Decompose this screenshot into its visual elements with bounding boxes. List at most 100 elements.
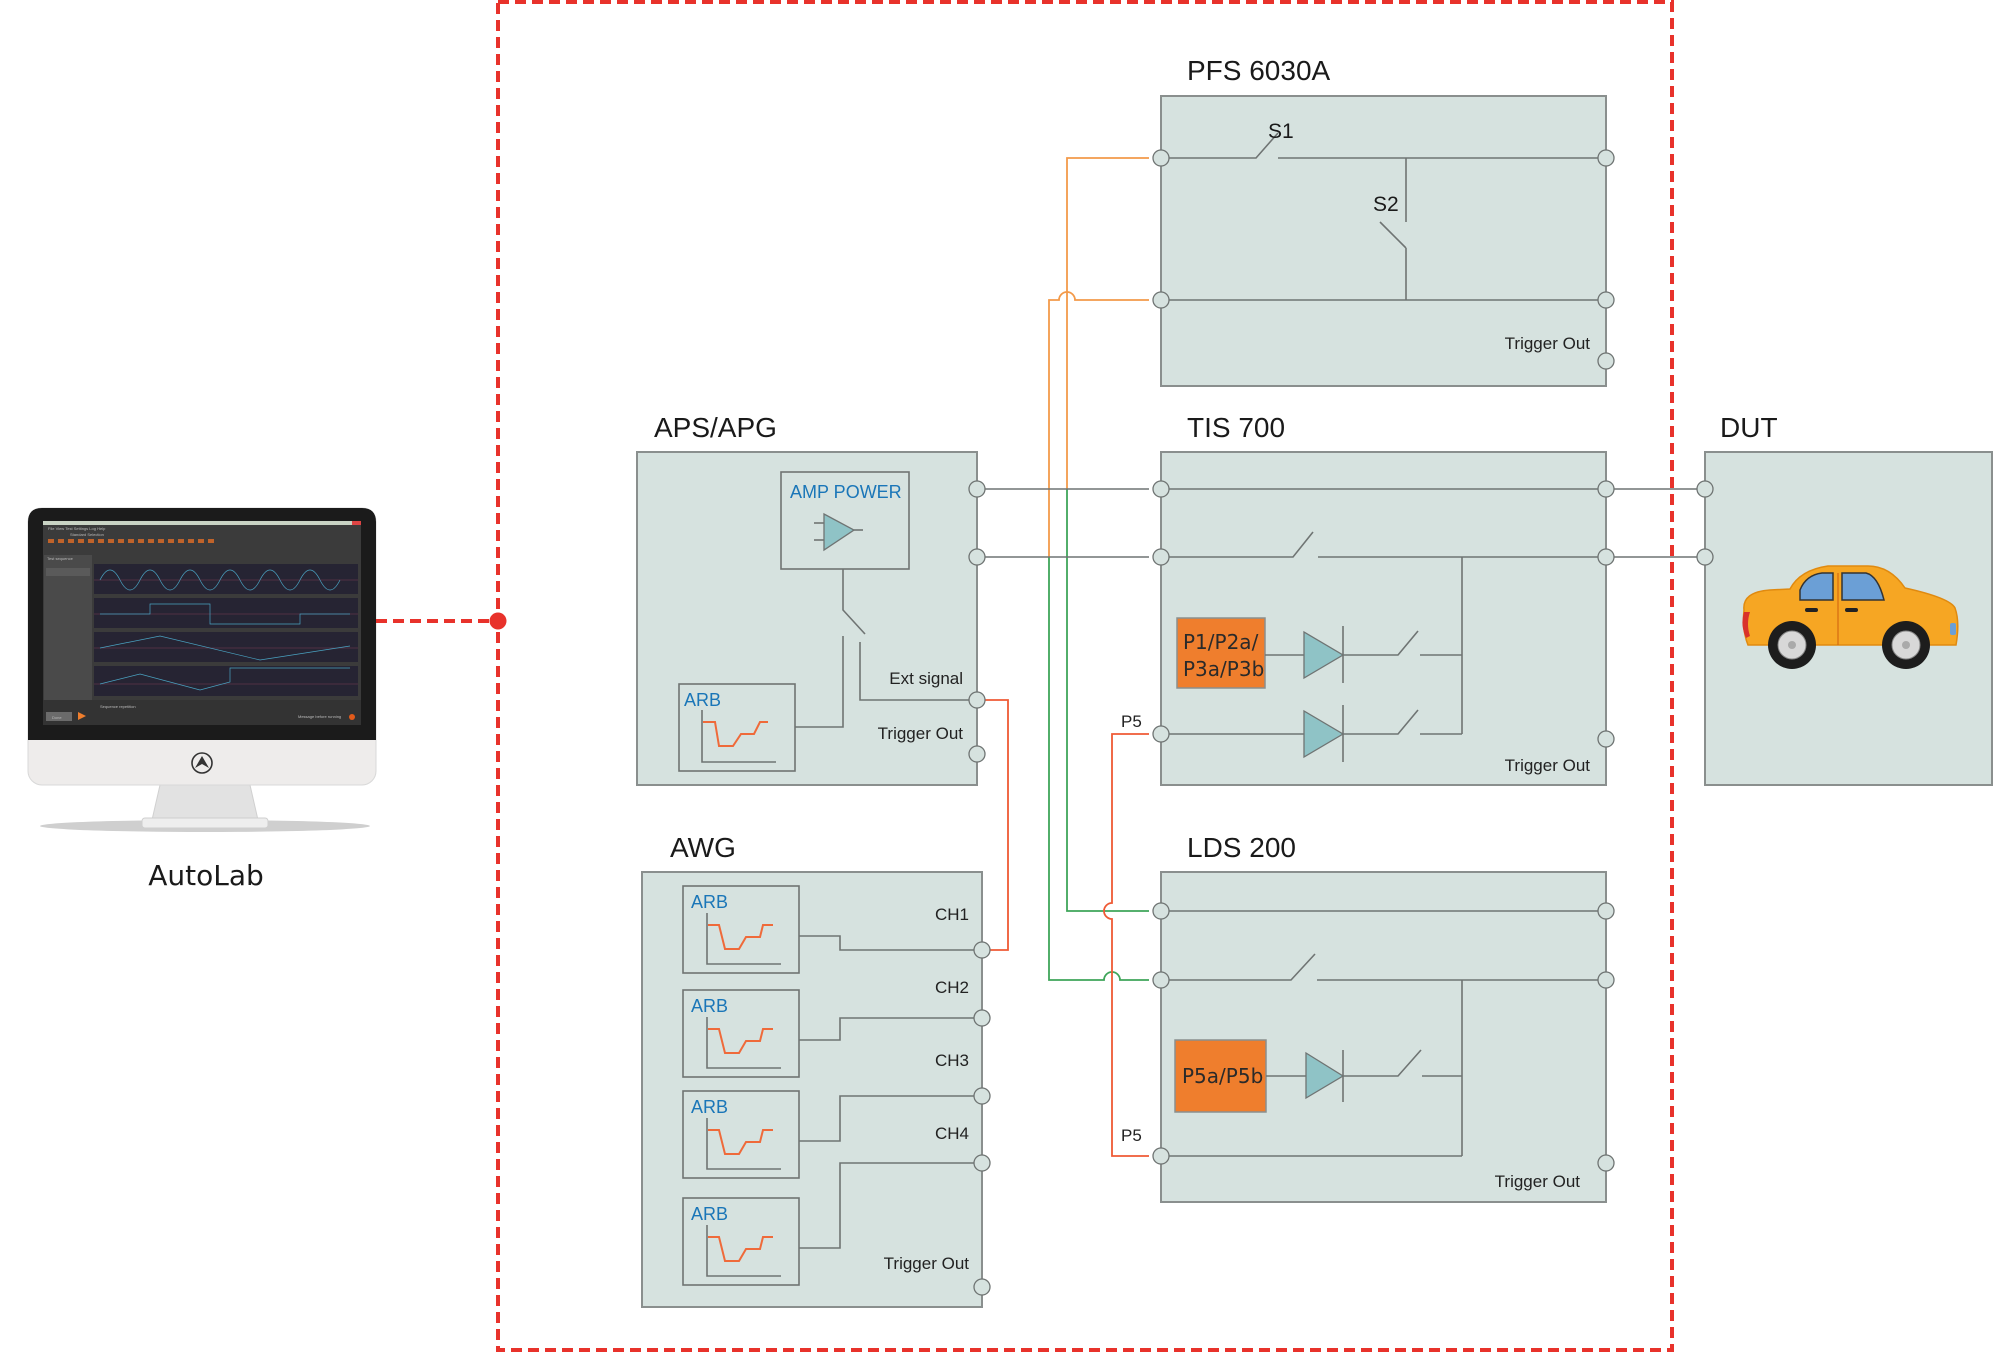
tis-trigger-out-label: Trigger Out (1505, 756, 1591, 775)
aps-trigger-out-port[interactable] (968, 745, 986, 763)
awg-channel-port[interactable] (973, 1154, 991, 1172)
lds-port-out1[interactable] (1597, 902, 1615, 920)
tis-p5-port[interactable] (1152, 725, 1170, 743)
monitor-screen: File View Test Settings Log Help Standar… (43, 521, 361, 725)
wire-pfs-out1 (1066, 157, 1149, 489)
wire-ext-signal (977, 699, 1009, 951)
dut-title: DUT (1720, 412, 1778, 443)
aps-ext-signal-port[interactable] (968, 691, 986, 709)
dut-port-1[interactable] (1696, 480, 1714, 498)
pfs-trigger-out-port[interactable] (1597, 352, 1615, 370)
lds-p5-label: P5 (1121, 1126, 1142, 1145)
awg-arb-block (682, 885, 800, 974)
lds-pulse-switch (1343, 1049, 1462, 1077)
aps-arb-block (678, 683, 796, 772)
tis-port-out2[interactable] (1597, 548, 1615, 566)
awg-arb-block (682, 1197, 800, 1286)
pfs-s1-label: S1 (1268, 120, 1294, 143)
arb-waveform-icon (701, 710, 776, 763)
awg-title: AWG (670, 832, 736, 863)
aps-port-out1[interactable] (968, 480, 986, 498)
pfs-port-out2[interactable] (1597, 291, 1615, 309)
tis-trigger-out-port[interactable] (1597, 730, 1615, 748)
autolab-logo-icon (191, 752, 213, 774)
pfs-6030a: PFS 6030A S1 S2 Trigger Out (1152, 55, 1615, 387)
awg-arb-label: ARB (691, 996, 728, 1016)
tis-p5-switch (1343, 709, 1462, 735)
tis-title: TIS 700 (1187, 412, 1285, 443)
aps-selector-switch (842, 569, 866, 635)
wire-p5 (1103, 733, 1149, 1157)
car-icon (1742, 565, 1959, 669)
wire-lds-in1 (1066, 489, 1149, 912)
autolab-label: AutoLab (148, 859, 264, 892)
arb-waveform-icon (706, 1225, 781, 1277)
awg-channel-port[interactable] (973, 1009, 991, 1027)
lds-p5-port[interactable] (1152, 1147, 1170, 1165)
awg-channel-label: CH2 (935, 978, 969, 997)
pfs-switch-s1 (1161, 132, 1606, 159)
awg-channel-label: CH1 (935, 905, 969, 924)
screen-done-button (46, 712, 72, 721)
aps-title: APS/APG (654, 412, 777, 443)
tis-pulse-switch (1343, 630, 1462, 656)
lds-port-in1[interactable] (1152, 902, 1170, 920)
screen-menu: File View Test Settings Log Help (48, 526, 106, 531)
arb-waveform-icon (706, 913, 781, 965)
awg-channel-wire (799, 1095, 982, 1142)
awg-arb-block (682, 989, 800, 1078)
tis-p5-label: P5 (1121, 712, 1142, 731)
aps-ext-wire (859, 642, 977, 701)
lds-trigger-out-label: Trigger Out (1495, 1172, 1581, 1191)
pfs-port-in1[interactable] (1152, 149, 1170, 167)
awg-trigger-out-port[interactable] (973, 1278, 991, 1296)
screen-selector: Standard Selection (70, 532, 104, 537)
pfs-s2-label: S2 (1373, 193, 1399, 216)
pfs-box (1160, 95, 1607, 387)
lds-200: LDS 200 P5a/P5b P5 Trigger Out (1121, 832, 1615, 1203)
amp-power-block (780, 471, 910, 570)
screen-sequence-repetition: Sequence repetition (100, 704, 136, 709)
pfs-port-in2[interactable] (1152, 291, 1170, 309)
lds-pulse-block (1174, 1039, 1267, 1113)
svg-text:Done: Done (52, 715, 62, 720)
dut: DUT (1696, 412, 1993, 786)
awg-box (641, 871, 983, 1308)
tis-port-in1[interactable] (1152, 480, 1170, 498)
lds-box (1160, 871, 1607, 1203)
link-node-dot (489, 612, 507, 630)
tis-port-out1[interactable] (1597, 480, 1615, 498)
aps-arb-wire (795, 636, 844, 728)
awg-channel: ARB CH1 (682, 885, 991, 974)
awg-channel-port[interactable] (973, 1087, 991, 1105)
awg-arb-label: ARB (691, 1204, 728, 1224)
lds-port-out2[interactable] (1597, 971, 1615, 989)
pfs-title: PFS 6030A (1187, 55, 1331, 86)
awg-trigger-out-label: Trigger Out (884, 1254, 970, 1273)
awg-channel-wire (799, 935, 982, 951)
dut-port-2[interactable] (1696, 548, 1714, 566)
wire-lds-in2 (1048, 557, 1149, 981)
amplifier-icon (814, 512, 863, 552)
amp-power-label: AMP POWER (790, 482, 902, 502)
tis-port-in2[interactable] (1152, 548, 1170, 566)
pfs-port-out1[interactable] (1597, 149, 1615, 167)
monitor-stand (151, 784, 259, 821)
autolab-computer: File View Test Settings Log Help Standar… (27, 507, 377, 892)
awg-channel: ARB CH2 (682, 978, 991, 1078)
wire-pfs-out2 (1048, 291, 1149, 557)
aps-trigger-out-label: Trigger Out (878, 724, 964, 743)
awg-arb-label: ARB (691, 892, 728, 912)
lds-port-in2[interactable] (1152, 971, 1170, 989)
tis-700: TIS 700 P1/P2a/ P3a/P3b P5 Trigger Out (1121, 412, 1615, 786)
tis-pulse-label-2: P3a/P3b (1183, 657, 1264, 681)
awg-channel-port[interactable] (973, 941, 991, 959)
awg-channel-wire (799, 1162, 982, 1249)
pfs-switch-s2 (1379, 158, 1407, 300)
aps-port-out2[interactable] (968, 548, 986, 566)
lds-trigger-out-port[interactable] (1597, 1154, 1615, 1172)
lds-title: LDS 200 (1187, 832, 1296, 863)
arb-waveform-icon (706, 1017, 781, 1069)
awg-channel-label: CH4 (935, 1124, 969, 1143)
tis-pulse-block (1176, 617, 1266, 689)
